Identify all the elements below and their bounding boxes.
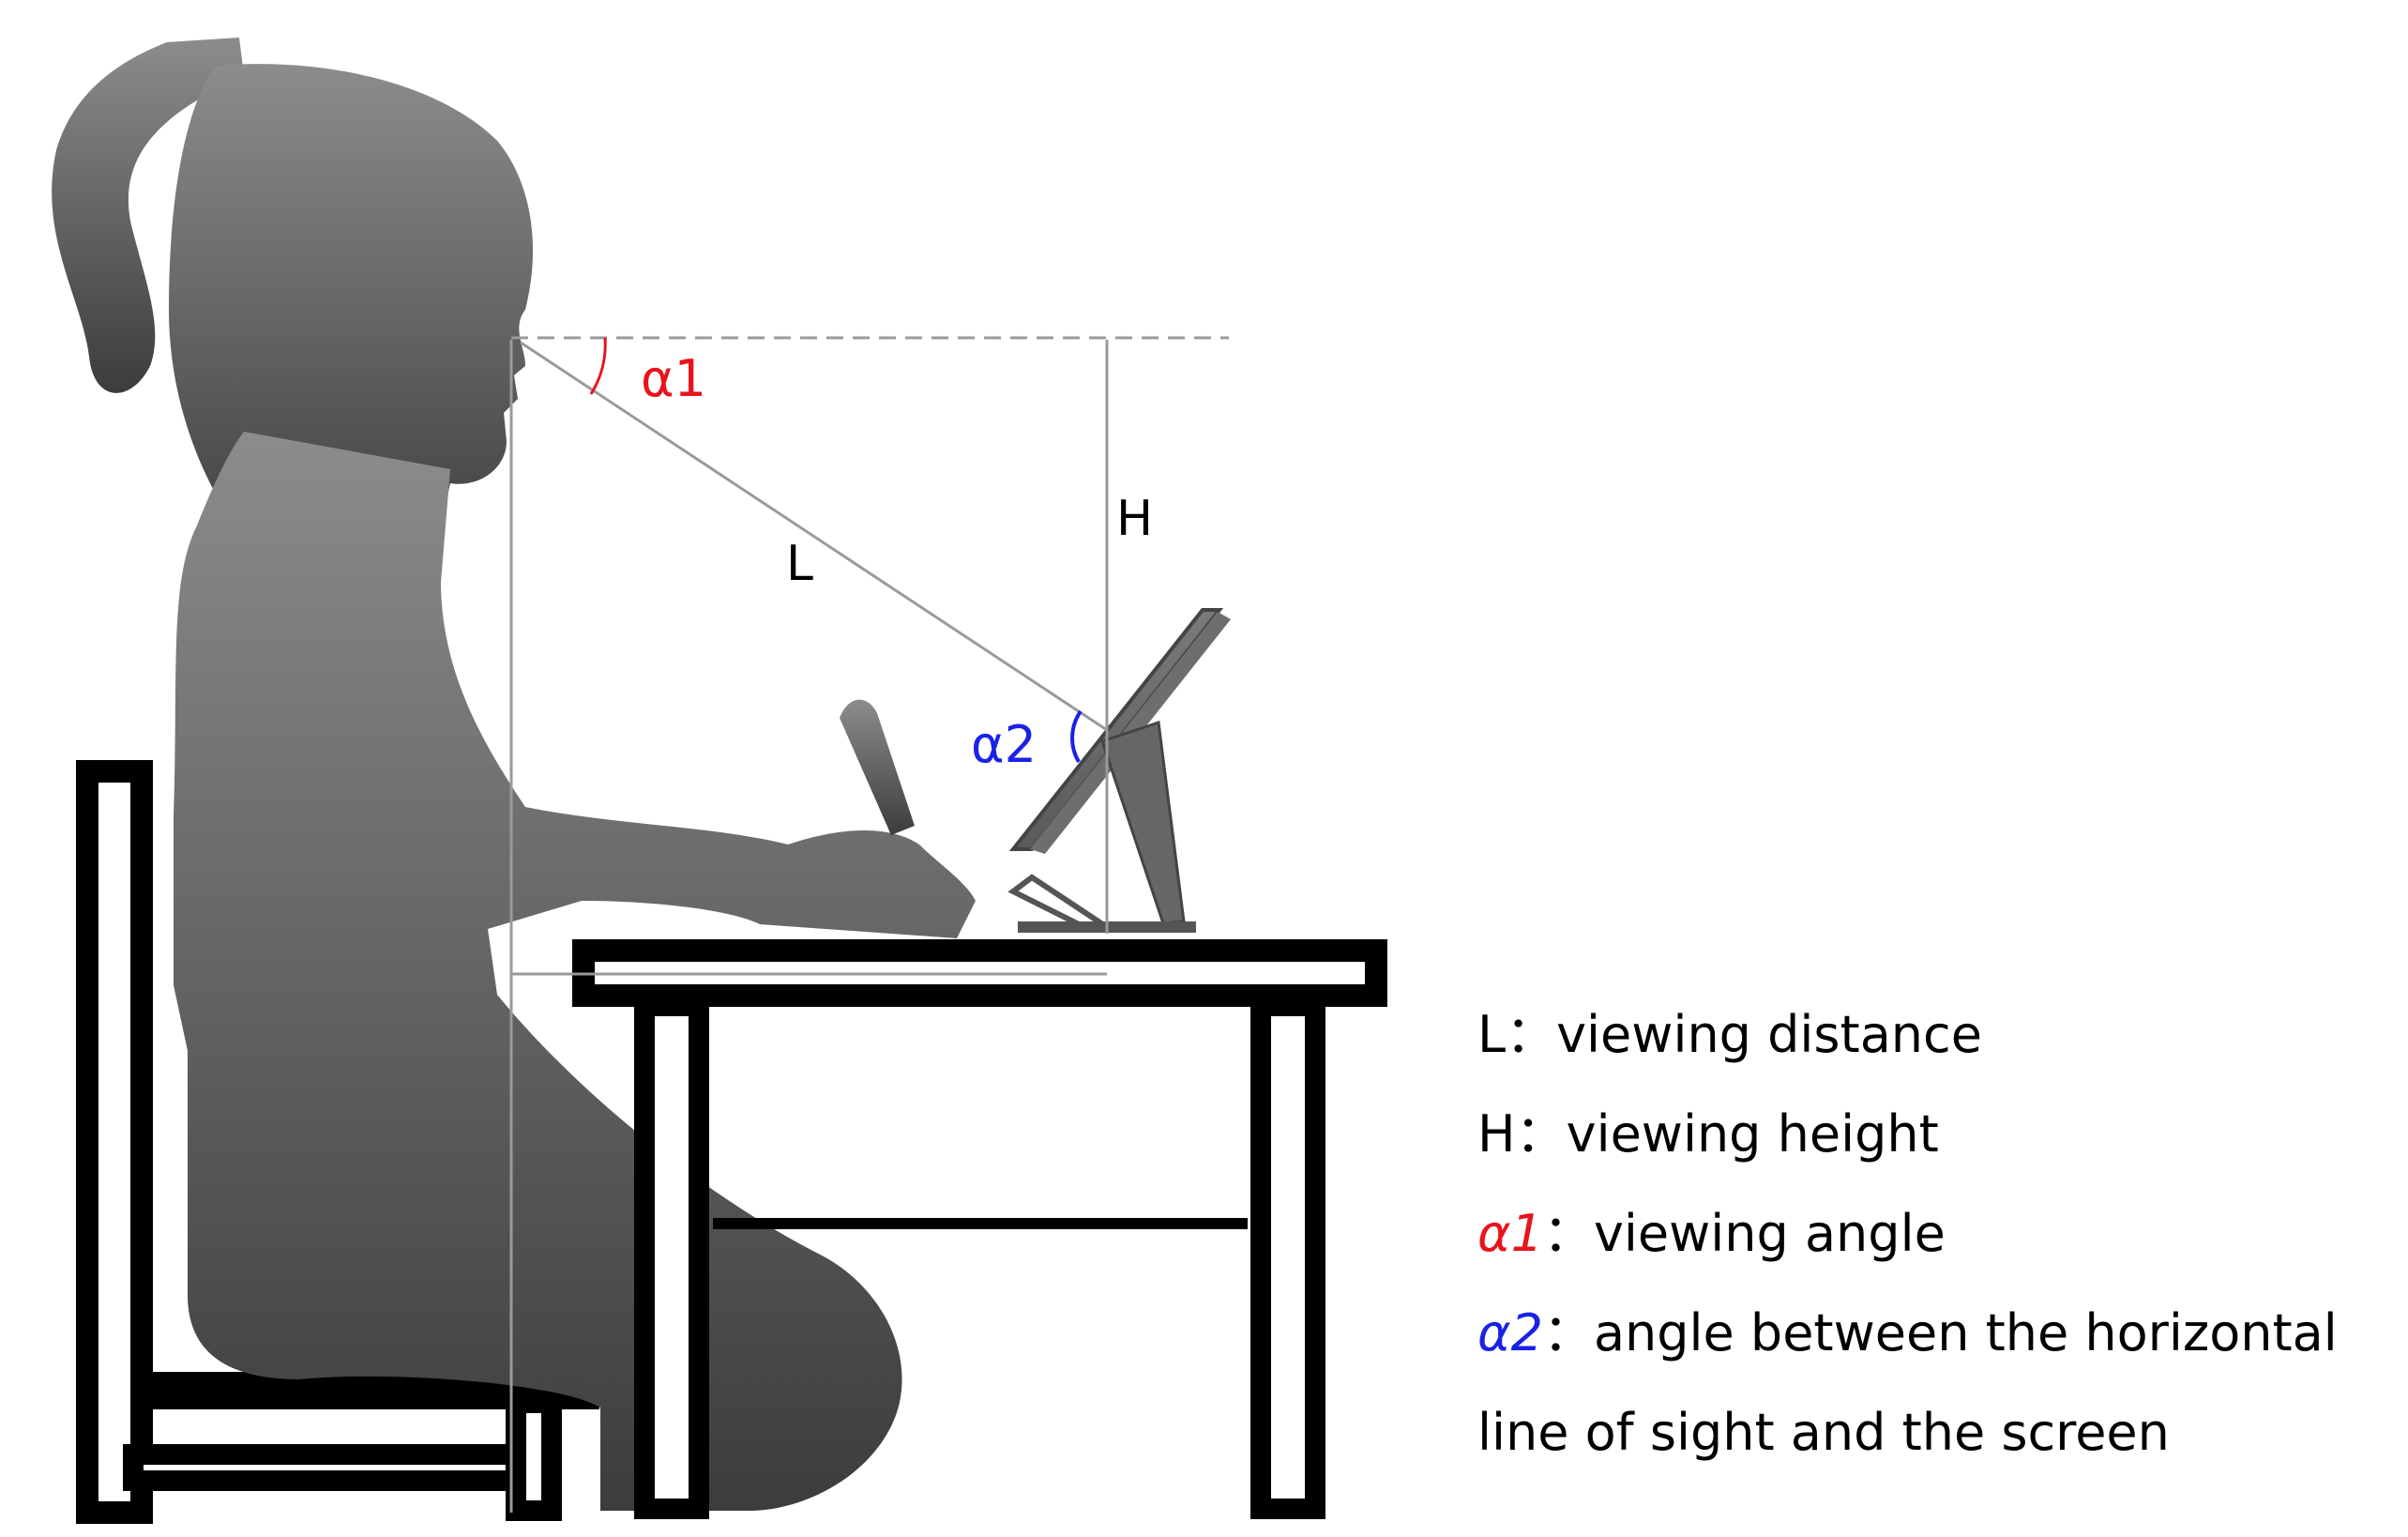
legend-item-L: L：viewing distance <box>1477 985 2397 1085</box>
legend-item-H: H：viewing height <box>1477 1085 2397 1184</box>
legend-item-alpha2: α2：angle between the horizontal line of … <box>1477 1284 2397 1483</box>
guide-lines <box>509 336 1229 1513</box>
tablet-stand-hinge <box>1007 874 1115 933</box>
chair-back-post <box>76 760 153 1524</box>
legend-key: α1 <box>1477 1204 1543 1263</box>
alpha1-arc <box>589 337 607 395</box>
legend-separator: ： <box>1542 1303 1594 1362</box>
legend-separator: ： <box>1542 1204 1594 1263</box>
legend-text: viewing distance <box>1556 1005 1982 1064</box>
legend-text: viewing angle <box>1593 1204 1946 1263</box>
desk-crossbar <box>713 1218 1248 1229</box>
legend-item-alpha1: α1：viewing angle <box>1477 1184 2397 1284</box>
tablet-screen <box>1008 608 1224 851</box>
tablet-stand <box>1100 720 1186 925</box>
legend-text: angle between the horizontal line of sig… <box>1477 1303 2338 1462</box>
chair <box>76 760 599 1524</box>
legend-key: H <box>1477 1104 1516 1164</box>
chair-front-leg <box>506 1392 562 1521</box>
viewing-distance-line <box>520 341 1108 732</box>
girl-silhouette <box>52 38 976 1511</box>
legend-separator: ： <box>1515 1104 1567 1164</box>
legend-text: viewing height <box>1566 1104 1939 1164</box>
desk <box>572 939 1387 1519</box>
label-L: L <box>786 536 813 592</box>
label-alpha1: α1 <box>641 349 706 408</box>
chair-rail <box>123 1444 538 1491</box>
tablet <box>1007 608 1231 933</box>
legend-key: α2 <box>1477 1303 1543 1362</box>
legend: L：viewing distance H：viewing height α1：v… <box>1477 985 2397 1483</box>
alpha2-arc <box>1070 709 1083 764</box>
label-alpha2: α2 <box>971 715 1037 774</box>
label-H: H <box>1116 491 1153 547</box>
desk-leg-right <box>1250 996 1325 1519</box>
desk-leg-left <box>634 996 709 1519</box>
legend-separator: ： <box>1506 1005 1557 1064</box>
legend-key: L <box>1477 1005 1507 1064</box>
